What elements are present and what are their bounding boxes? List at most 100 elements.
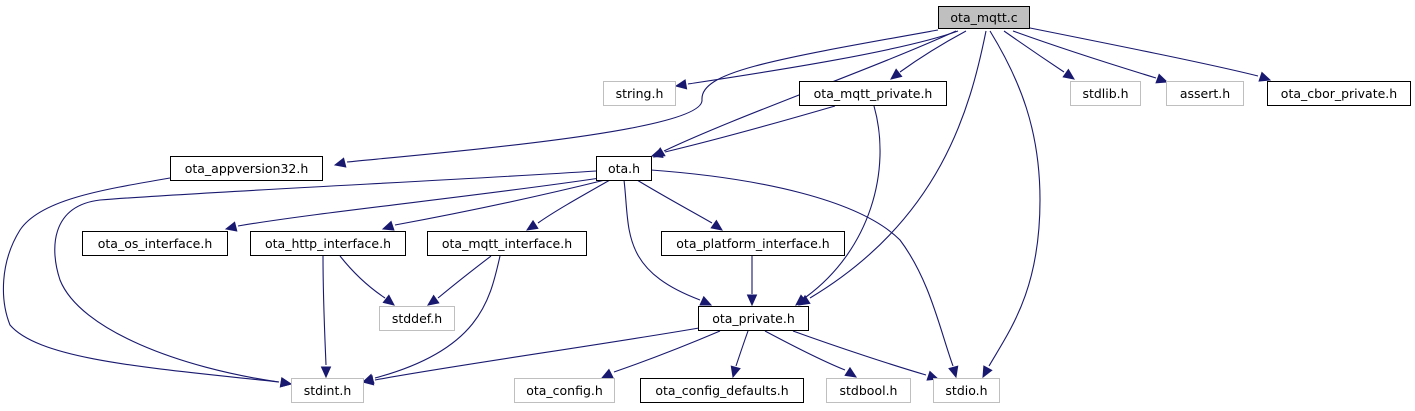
edge-ota-mqtt-c-to-assert-h [1012, 30, 1169, 84]
node-box [291, 378, 364, 403]
node-box [1070, 81, 1141, 106]
edge-line [2, 177, 280, 383]
edge-line [54, 170, 597, 383]
node-box [938, 6, 1030, 29]
node-ota-private-h[interactable]: ota_private.h [698, 306, 809, 331]
node-label: ota_private.h [712, 311, 795, 326]
node-ota-mqtt-private-h[interactable]: ota_mqtt_private.h [799, 81, 947, 106]
arrowhead-icon [525, 219, 539, 231]
node-label: ota_mqtt_interface.h [442, 236, 572, 251]
node-box [698, 306, 809, 331]
node-ota-mqtt-c: ota_mqtt.c [938, 6, 1030, 29]
edge-line [899, 30, 967, 73]
node-box [1166, 81, 1244, 106]
node-box [640, 378, 804, 403]
edge-line [339, 255, 386, 299]
node-label: ota_cbor_private.h [1281, 86, 1397, 101]
node-ota-mqtt-interface-h[interactable]: ota_mqtt_interface.h [427, 231, 587, 256]
arrowhead-icon [1258, 71, 1272, 82]
node-label: stdbool.h [840, 383, 898, 398]
edge-line [1003, 30, 1065, 73]
arrowhead-icon [279, 377, 293, 388]
edge-ota-mqtt-c-to-ota-cbor-private-h [1024, 26, 1272, 82]
edge-ota-h-to-ota-http-interface-h [381, 179, 606, 231]
node-stdbool-h: stdbool.h [826, 378, 911, 403]
node-box [661, 231, 845, 256]
node-box [427, 231, 587, 256]
edge-line [650, 169, 954, 367]
edge-line [537, 179, 611, 224]
node-box [799, 81, 947, 106]
node-ota-cbor-private-h[interactable]: ota_cbor_private.h [1267, 81, 1411, 106]
edge-line [636, 179, 713, 224]
node-label: ota_config.h [526, 383, 603, 398]
node-assert-h: assert.h [1166, 81, 1244, 106]
node-label: ota.h [608, 161, 640, 176]
node-box [826, 378, 911, 403]
edge-ota-mqtt-private-h-to-ota-private-h [795, 105, 881, 306]
node-label: stdio.h [945, 383, 987, 398]
arrowhead-icon [746, 294, 758, 307]
edge-line [322, 255, 327, 366]
node-box [933, 378, 1000, 403]
arrowhead-icon [382, 294, 395, 306]
edge-ota-mqtt-c-to-stdlib-h [1003, 30, 1075, 80]
node-label: string.h [616, 86, 664, 101]
edge-ota-h-to-ota-mqtt-interface-h [525, 179, 611, 231]
edge-ota-h-to-ota-private-h [623, 179, 713, 306]
arrowhead-icon [699, 295, 713, 306]
arrowhead-icon [674, 79, 688, 90]
node-ota-platform-interface-h[interactable]: ota_platform_interface.h [661, 231, 845, 256]
edge-line [394, 179, 606, 226]
node-ota-appversion32-h[interactable]: ota_appversion32.h [170, 156, 323, 181]
edge-ota-appversion32-h-to-stdint-h [2, 177, 293, 388]
node-label: ota_platform_interface.h [676, 236, 829, 251]
edge-line [687, 30, 959, 85]
edge-ota-mqtt-c-to-string-h [674, 30, 959, 90]
node-layer: ota_mqtt.c string.h ota_mqtt_private.h stdl… [82, 6, 1411, 403]
arrowhead-icon [926, 370, 940, 381]
node-label: assert.h [1180, 86, 1230, 101]
edge-ota-http-interface-h-to-stdint-h [320, 255, 332, 379]
node-box [603, 81, 676, 106]
node-box [596, 156, 652, 181]
node-stdio-h: stdio.h [933, 378, 1000, 403]
edge-ota-mqtt-interface-h-to-stddef-h [427, 255, 492, 306]
arrowhead-icon [982, 365, 993, 379]
edge-line [346, 29, 939, 163]
node-stdlib-h: stdlib.h [1070, 81, 1141, 106]
edge-ota-h-to-ota-platform-interface-h [636, 179, 723, 231]
node-box [250, 231, 406, 256]
edge-line [764, 330, 846, 371]
edge-line [988, 30, 1041, 367]
edge-ota-mqtt-c-to-stdio-h [982, 30, 1041, 379]
edge-line [809, 30, 987, 299]
node-label: stdlib.h [1082, 86, 1128, 101]
node-ota-config-h: ota_config.h [514, 378, 615, 403]
edge-line [735, 330, 749, 367]
node-label: ota_appversion32.h [185, 161, 309, 176]
arrowhead-icon [1155, 73, 1169, 84]
arrowhead-icon [224, 221, 238, 232]
node-label: ota_os_interface.h [98, 236, 213, 251]
node-ota-http-interface-h[interactable]: ota_http_interface.h [250, 231, 406, 256]
arrowhead-icon [333, 157, 347, 168]
edge-ota-http-interface-h-to-stddef-h [339, 255, 395, 306]
arrowhead-icon [890, 68, 903, 80]
arrowhead-icon [795, 294, 808, 306]
node-string-h: string.h [603, 81, 676, 106]
edge-line [805, 105, 881, 298]
arrowhead-icon [320, 366, 332, 379]
node-box [82, 231, 228, 256]
node-label: stdint.h [304, 383, 352, 398]
node-ota-config-defaults-h[interactable]: ota_config_defaults.h [640, 378, 804, 403]
edge-ota-platform-interface-h-to-ota-private-h [746, 256, 758, 307]
node-label: stddef.h [392, 311, 442, 326]
node-ota-os-interface-h[interactable]: ota_os_interface.h [82, 231, 228, 256]
edge-ota-private-h-to-ota-config-defaults-h [730, 330, 749, 379]
edge-line [374, 327, 700, 381]
edge-line [792, 330, 927, 376]
node-ota-h[interactable]: ota.h [596, 156, 652, 181]
edge-ota-h-to-ota-os-interface-h [224, 177, 601, 232]
